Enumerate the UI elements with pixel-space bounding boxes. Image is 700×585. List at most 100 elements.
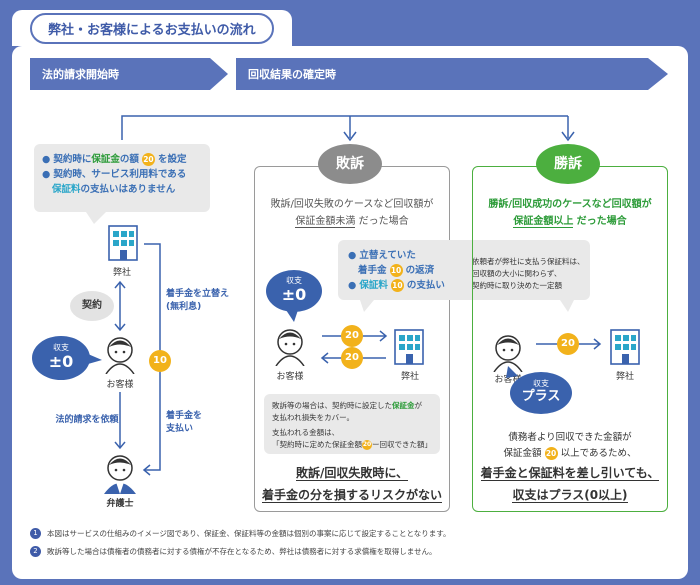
win-bottom-text: 以上であるため、 <box>560 448 637 459</box>
win-heading-emph: 保証金額以上 <box>513 216 574 228</box>
balance-bubble-win: 収支 プラス <box>510 372 572 414</box>
building-icon <box>610 329 640 365</box>
lose-heading-line1: 敗訴/回収失敗のケースなど回収額が <box>270 199 434 210</box>
lose-heading-tail: だった場合 <box>358 216 409 227</box>
balance-label: 収支 <box>286 276 302 285</box>
fee-note-tail-win <box>560 300 574 312</box>
note-text: 回収額の大小に関わらず、 <box>472 269 562 278</box>
client-person-icon <box>105 337 135 374</box>
note-text: 契約時、サービス利用料である <box>53 169 187 180</box>
branch-line <box>121 115 568 140</box>
lose-bottom-line1: 敗訴/回収失敗時に、 <box>295 466 409 481</box>
note-keyword-fee: 保証料 <box>359 280 388 291</box>
page-title: 弊社・お客様によるお支払いの流れ <box>30 12 274 44</box>
note-text: 敗訴等の場合は、契約時に設定した <box>272 401 392 410</box>
coin-icon: 20 <box>362 440 372 450</box>
lose-arrow-left-head <box>320 352 329 364</box>
fee-note-win: 依頼者が弊社に支払う保証料は、 回収額の大小に関わらず、 契約時に取り決めた一定… <box>472 256 585 292</box>
footnote-2: 2 敗訴等した場合は債権者の債務者に対する債権が不存在となるため、弊社は債務者に… <box>30 546 437 557</box>
note-keyword-deposit: 保証金 <box>91 154 120 165</box>
footnote-1: 1 本図はサービスの仕組みのイメージ図であり、保証金、保証料等の金額は個別の事案… <box>30 528 451 539</box>
coin-icon: 10 <box>390 279 404 292</box>
note-text: 支払われる金額は、 <box>272 428 340 437</box>
fee-note-lose: ● 立替えていた 着手金 10 の返済 ● 保証料 10 の支払い <box>348 250 445 292</box>
note-text: を設定 <box>157 154 187 165</box>
note-text: 「契約時に定めた保証金額 <box>272 440 362 449</box>
client-label: お客様 <box>106 380 134 390</box>
balance-value: ±0 <box>281 285 307 304</box>
note-text: の返済 <box>405 265 435 276</box>
note-text: 契約時に <box>53 154 92 165</box>
phase-arrow-right <box>236 58 668 90</box>
fee-note: ● 立替えていた 着手金 10 の返済 ● 保証料 10 の支払い 依頼者が弊社… <box>338 240 590 300</box>
coin-icon: 20 <box>544 447 558 460</box>
footnote-number: 2 <box>30 546 41 557</box>
balance-bubble-tail <box>286 310 298 322</box>
note-text: の額 <box>119 154 139 165</box>
balance-bubble-tail <box>506 366 518 378</box>
win-arrow-head <box>593 338 602 350</box>
contract-arrow-down <box>114 323 126 332</box>
note-text: ー回収できた額」 <box>372 440 432 449</box>
coin-icon: 20 <box>141 153 155 166</box>
lose-bottom: 敗訴/回収失敗時に、 着手金の分を損するリスクがない <box>256 462 448 506</box>
company-label: 弊社 <box>615 372 634 382</box>
note-text: の支払いはありません <box>80 184 176 195</box>
note-keyword: 着手金 <box>358 265 387 276</box>
note-text: 契約時に取り決めた一定額 <box>472 281 562 290</box>
note-text: 支払われ損失をカバー。 <box>272 413 355 422</box>
win-bottom-line3: 着手金と保証料を差し引いても、 <box>480 466 660 481</box>
balance-value: プラス <box>521 389 561 404</box>
win-bottom: 着手金と保証料を差し引いても、 収支はプラス(0以上) <box>474 462 666 506</box>
footnote-number: 1 <box>30 528 41 539</box>
win-bottom-text: 保証金額 <box>503 448 542 459</box>
client-label: お客様 <box>276 372 304 382</box>
lose-badge: 敗訴 <box>318 144 382 184</box>
contract-badge: 契約 <box>70 291 114 321</box>
coin-icon: 10 <box>389 264 403 277</box>
branch-lose-arrow <box>343 131 357 142</box>
client-label: お客様 <box>494 375 522 385</box>
building-icon <box>394 329 424 365</box>
title-tab: 弊社・お客様によるお支払いの流れ <box>12 10 292 46</box>
lose-arrow-right-head <box>379 330 388 342</box>
left-note-tail <box>86 212 106 224</box>
win-heading-keyword: 勝訴 <box>488 199 509 210</box>
fee-loop-arrow <box>142 464 151 476</box>
lawyer-icon <box>104 455 136 494</box>
note-text: 立替えていた <box>359 250 416 261</box>
win-bottom-line1: 債務者より回収できた金額が <box>508 432 632 443</box>
footnote-text: 本図はサービスの仕組みのイメージ図であり、保証金、保証料等の金額は個別の事案に応… <box>47 529 451 538</box>
building-icon <box>108 225 138 261</box>
note-text: の支払い <box>406 280 445 291</box>
request-arrow-head <box>114 441 126 450</box>
left-note: ● 契約時に保証金の額 20 を設定 ● 契約時、サービス利用料である 保証料の… <box>34 144 210 212</box>
note-text: が <box>414 401 423 410</box>
fee-payment-label: 着手金を 支払い <box>166 411 203 434</box>
company-label: 弊社 <box>400 372 419 382</box>
lawyer-label: 弁護士 <box>106 499 134 509</box>
lose-detail-note: 敗訴等の場合は、契約時に設定した保証金が 支払われ損失をカバー。 支払われる金額… <box>264 394 440 454</box>
lose-heading-emph: 保証金額未満 <box>295 216 356 228</box>
balance-bubble-tail <box>88 354 102 364</box>
phase-left-label: 法的請求開始時 <box>42 68 119 81</box>
legal-request-label: 法的請求を依頼 <box>55 415 119 425</box>
note-keyword-deposit: 保証金 <box>392 401 415 410</box>
balance-bubble-lose: 収支 ±0 <box>266 270 322 312</box>
phase-right-label: 回収結果の確定時 <box>248 68 336 81</box>
client-person-icon <box>275 329 305 366</box>
company-label: 弊社 <box>112 268 131 278</box>
lose-bottom-line2: 着手金の分を損するリスクがない <box>261 488 442 503</box>
coin-icon-fee: 10 <box>149 350 171 372</box>
balance-label: 収支 <box>53 343 69 352</box>
lose-heading: 敗訴/回収失敗のケースなど回収額が 保証金額未満 だった場合 <box>258 196 446 230</box>
balance-bubble-left: 収支 ±0 <box>32 336 90 380</box>
left-note-line1: ● 契約時に保証金の額 20 を設定 <box>42 153 187 166</box>
branch-win-arrow <box>561 131 575 142</box>
phase-arrow-left <box>30 58 228 90</box>
left-note-line3: 保証料の支払いはありません <box>42 182 202 197</box>
footnote-text: 敗訴等した場合は債権者の債務者に対する債権が不存在となるため、弊社は債務者に対す… <box>47 547 437 556</box>
win-heading-tail: だった場合 <box>576 216 627 227</box>
win-bottom-line4: 収支はプラス(0以上) <box>512 488 628 503</box>
